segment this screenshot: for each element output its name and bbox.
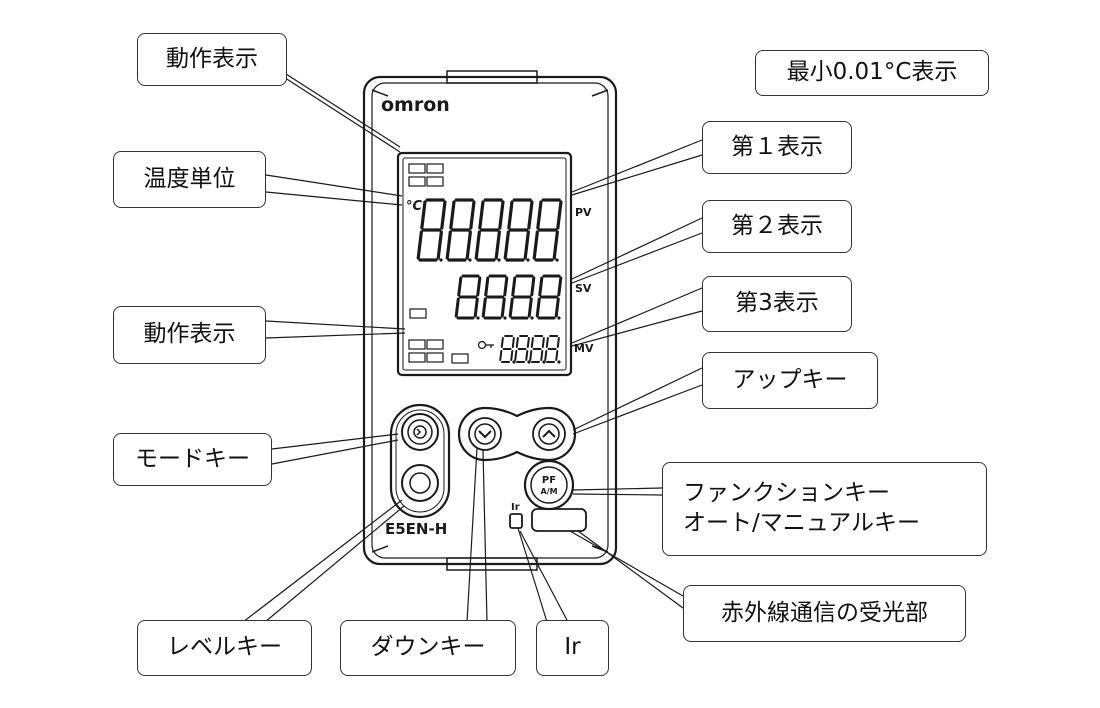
- callout-ir: Ir: [536, 620, 609, 676]
- callout-min-display: 最小0.01°C表示: [755, 50, 989, 96]
- mv-digit: [514, 335, 531, 364]
- mv-label: MV: [574, 342, 594, 355]
- mv-digit: [544, 335, 561, 364]
- pv-digit: [445, 198, 476, 262]
- function-key-label: PF: [542, 475, 556, 486]
- callout-action-display-bottom: 動作表示: [113, 306, 266, 364]
- ir-port-window: [531, 508, 587, 532]
- callout-display-1-text: 第１表示: [731, 133, 823, 160]
- callout-display-2-text: 第２表示: [731, 212, 823, 239]
- callout-down-key: ダウンキー: [340, 620, 516, 676]
- callout-ir-receiver: 赤外線通信の受光部: [683, 585, 966, 642]
- brand-logo: omron: [381, 94, 450, 116]
- model-name: E5EN-H: [385, 520, 447, 538]
- bottom-indicators: [408, 308, 469, 364]
- callout-mode-key: モードキー: [113, 433, 272, 486]
- top-indicators: [408, 163, 444, 187]
- pv-label: PV: [575, 206, 592, 219]
- mv-display: [499, 335, 561, 364]
- callout-function-key-line1: ファンクションキー: [683, 480, 890, 507]
- callout-function-key: ファンクションキー オート/マニュアルキー: [662, 462, 987, 556]
- mode-level-key-housing: [389, 403, 451, 519]
- pv-digit: [532, 198, 563, 262]
- mv-digit: [529, 335, 546, 364]
- ir-window-label: Ir: [511, 502, 520, 513]
- callout-display-1: 第１表示: [702, 121, 852, 174]
- lcd-panel: °C: [396, 151, 573, 377]
- key-lock-icon: [477, 340, 494, 350]
- callout-action-display-top-text: 動作表示: [166, 45, 258, 72]
- callout-mode-key-text: モードキー: [135, 445, 250, 472]
- callout-level-key: レベルキー: [137, 620, 312, 676]
- up-key[interactable]: [532, 417, 566, 451]
- leader-lines: [242, 64, 703, 623]
- callout-down-key-text: ダウンキー: [370, 634, 486, 661]
- sv-digit: [454, 274, 482, 320]
- sv-digit: [535, 274, 563, 320]
- callout-ir-receiver-text: 赤外線通信の受光部: [721, 599, 928, 626]
- callout-min-display-text: 最小0.01°C表示: [786, 59, 958, 86]
- callout-display-2: 第２表示: [702, 200, 852, 253]
- down-key[interactable]: [468, 417, 502, 451]
- callout-display-3-text: 第3表示: [735, 290, 819, 317]
- callout-action-display-top: 動作表示: [137, 33, 287, 86]
- callout-up-key-text: アップキー: [732, 366, 848, 393]
- function-key[interactable]: PF A/M: [523, 459, 575, 511]
- function-key-sublabel: A/M: [540, 487, 557, 496]
- pv-digit: [416, 198, 447, 262]
- pv-digit: [503, 198, 534, 262]
- pv-display: [416, 198, 563, 262]
- sv-digit: [481, 274, 509, 320]
- callout-level-key-text: レベルキー: [167, 634, 282, 661]
- callout-action-display-bottom-text: 動作表示: [143, 321, 236, 348]
- callout-temperature-unit: 温度単位: [113, 151, 266, 208]
- mode-key[interactable]: [401, 413, 439, 451]
- sv-display: [454, 274, 563, 320]
- sv-label: SV: [575, 282, 592, 295]
- ir-receiver-window: [509, 513, 523, 529]
- celsius-indicator: °C: [406, 199, 423, 214]
- callout-display-3: 第3表示: [702, 276, 852, 332]
- callout-temperature-unit-text: 温度単位: [143, 165, 236, 192]
- pv-digit: [474, 198, 505, 262]
- sv-digit: [508, 274, 536, 320]
- callout-function-key-line2: オート/マニュアルキー: [683, 510, 921, 536]
- mv-digit: [499, 335, 516, 364]
- callout-up-key: アップキー: [702, 352, 878, 409]
- level-key[interactable]: [401, 464, 439, 502]
- controller-body: [362, 70, 618, 571]
- callout-ir-text: Ir: [564, 634, 581, 661]
